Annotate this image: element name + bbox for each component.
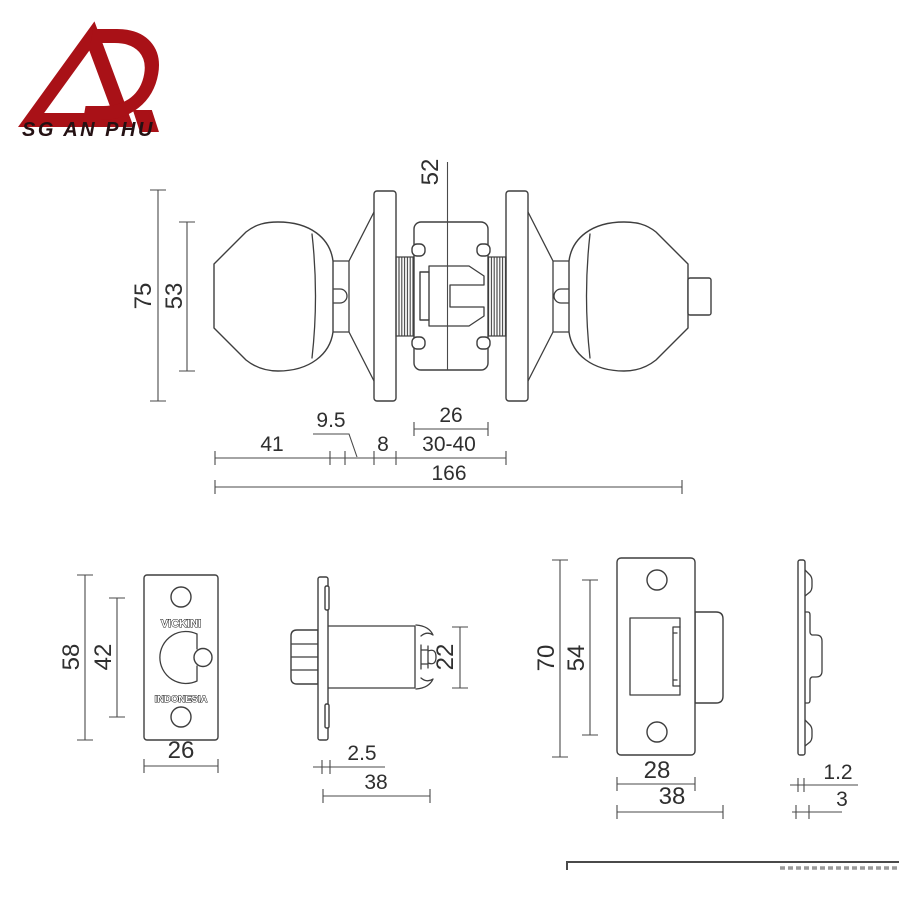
- mounting-tabs: [411, 243, 491, 350]
- title-block: [566, 861, 899, 870]
- strike-opening: [629, 617, 681, 696]
- logo: SG AN PHU: [18, 21, 159, 141]
- strike-plate-drawing: 70 54 28 38: [533, 557, 724, 819]
- deadlocking-plunger: [193, 647, 213, 668]
- left-threaded-tube: [395, 256, 415, 337]
- strike-side-plate: [797, 559, 806, 756]
- mounting-tab: [476, 243, 491, 257]
- dim-line-75: [150, 189, 166, 402]
- right-rose-plate: [505, 190, 529, 402]
- mounting-tab: [411, 336, 426, 350]
- right-knob-face-line: [585, 233, 591, 359]
- strike-screw-hole-top: [646, 569, 668, 591]
- right-knob-ball: [568, 221, 689, 372]
- title-block-border: [566, 861, 899, 870]
- dim-strike-overall-width-label: 38: [659, 783, 686, 810]
- dim-strike-thickness-label: 1.2: [823, 761, 852, 784]
- right-knob-neck: [527, 211, 570, 382]
- dim-strike-emboss-depth-label: 3: [836, 788, 848, 811]
- dim-latch-body-length-label: 38: [364, 771, 387, 794]
- dim-knob-depth-label: 41: [260, 433, 283, 456]
- logo-monogram-ad: [18, 21, 159, 132]
- mounting-tab: [411, 243, 426, 257]
- dim-rose-thickness-label: 8: [377, 433, 389, 456]
- strike-plate-body: [616, 557, 696, 756]
- dim-line-58: [77, 574, 93, 741]
- latch-screw-slot-top: [324, 585, 330, 611]
- strike-opening-lip: [672, 626, 681, 687]
- latch-body-drawing: 22 2.5 38: [290, 576, 468, 803]
- dim-latch-plate-thickness-label: 2.5: [347, 742, 376, 765]
- dim-line-3: [792, 805, 842, 819]
- dim-line-42: [109, 597, 125, 718]
- logo-letter-d: [83, 29, 159, 120]
- dim-latch-tail-height-label: 22: [432, 644, 459, 671]
- left-knob-face-line: [311, 233, 317, 359]
- strike-screw-hole-bottom: [646, 721, 668, 743]
- dim-strike-hole-spacing-label: 54: [563, 645, 590, 672]
- spindle-hub-detail: [428, 265, 485, 327]
- left-knob-ball: [213, 221, 334, 372]
- dim-faceplate-hole-spacing-label: 42: [90, 644, 117, 671]
- latch-body-tube: [327, 625, 416, 689]
- faceplate-screw-hole-bottom: [170, 706, 192, 728]
- latch-screw-slot-bottom: [324, 703, 330, 729]
- dim-leader-9-5: [313, 433, 358, 458]
- logo-letter-a: [18, 21, 134, 127]
- key-cylinder: [687, 277, 712, 316]
- faceplate-body: [143, 574, 219, 741]
- dim-strike-plate-width-label: 28: [644, 757, 671, 784]
- dim-line-row1: [214, 451, 507, 465]
- dim-line-28: [616, 777, 696, 791]
- dim-overall-height-label: 75: [130, 283, 157, 310]
- chassis-housing: [413, 221, 489, 371]
- strike-side-dimple-top: [804, 569, 813, 597]
- dim-faceplate-height-label: 58: [58, 644, 85, 671]
- latch-tail-clips: [415, 624, 437, 690]
- right-threaded-tube: [487, 256, 507, 337]
- latch-faceplate-side: [317, 576, 329, 741]
- dim-knob-diameter-label: 53: [161, 283, 188, 310]
- strike-plate-tab: [694, 611, 724, 704]
- dim-strike-height-label: 70: [533, 645, 560, 672]
- dim-line-70: [552, 559, 568, 758]
- faceplate-brand-text: VICKINI: [161, 618, 201, 630]
- logo-letter-d-tail: [132, 110, 159, 132]
- dim-line-22: [452, 626, 468, 689]
- dim-line-54: [582, 579, 598, 736]
- knob-assembly-drawing: 75 53 52 41 9.5 8 30-40 26 166: [130, 159, 712, 494]
- dim-line-53: [179, 221, 195, 372]
- strike-side-drawing: 1.2 3: [790, 559, 858, 819]
- latch-faceplate-drawing: 58 42 VICKINI INDONESIA 26: [58, 574, 219, 773]
- dim-line-2-5: [313, 760, 385, 774]
- faceplate-origin-text: INDONESIA: [155, 694, 208, 705]
- dim-line-38-strike: [616, 805, 724, 819]
- spindle-flange: [419, 271, 430, 321]
- dim-line-38-latch: [322, 789, 431, 803]
- dim-overall-length-label: 166: [431, 462, 466, 485]
- dim-chassis-height-label: 52: [417, 159, 444, 186]
- dim-line-26: [413, 422, 489, 436]
- dim-faceplate-width-label: 26: [168, 737, 195, 764]
- mounting-tab: [476, 336, 491, 350]
- left-knob-neck: [332, 211, 375, 382]
- dim-line-1-2: [790, 778, 858, 792]
- strike-side-dimple-bottom: [804, 719, 813, 747]
- strike-side-emboss: [804, 611, 823, 704]
- latch-bolt-lines: [291, 643, 319, 671]
- dim-flare-depth-label: 9.5: [316, 409, 345, 432]
- logo-company-name: SG AN PHU: [22, 119, 155, 141]
- latch-bolt-cutout: [159, 630, 198, 685]
- dim-chassis-width-label: 26: [439, 404, 462, 427]
- dim-backset-range-label: 30-40: [422, 433, 476, 456]
- faceplate-screw-hole-top: [170, 586, 192, 608]
- left-rose-plate: [373, 190, 397, 402]
- dim-line-166: [214, 480, 683, 494]
- dim-line-26-faceplate: [143, 759, 219, 773]
